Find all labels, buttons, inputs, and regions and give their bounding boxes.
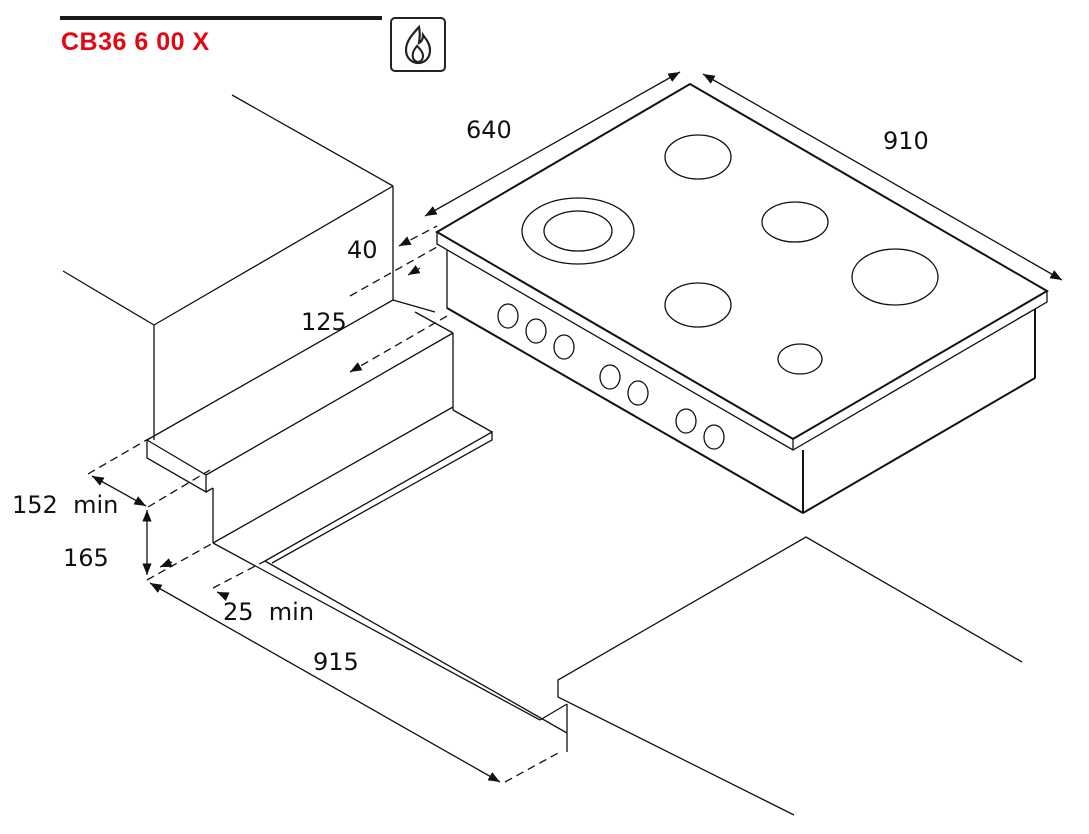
control-knobs <box>497 303 725 450</box>
dim-25-min: 25 min <box>223 598 314 626</box>
dim-152-min: 152 min <box>12 491 118 519</box>
dim-165: 165 <box>63 544 109 572</box>
dim-915: 915 <box>313 648 359 676</box>
dim-640: 640 <box>466 116 512 144</box>
model-number: CB36 6 00 X <box>61 28 210 56</box>
dim-40: 40 <box>347 236 378 264</box>
hob <box>435 82 1049 514</box>
dim-125: 125 <box>301 308 347 336</box>
header-rule <box>60 16 382 20</box>
dim-910: 910 <box>883 127 929 155</box>
dimension-lines <box>87 71 1063 783</box>
gas-flame-icon <box>390 17 446 72</box>
